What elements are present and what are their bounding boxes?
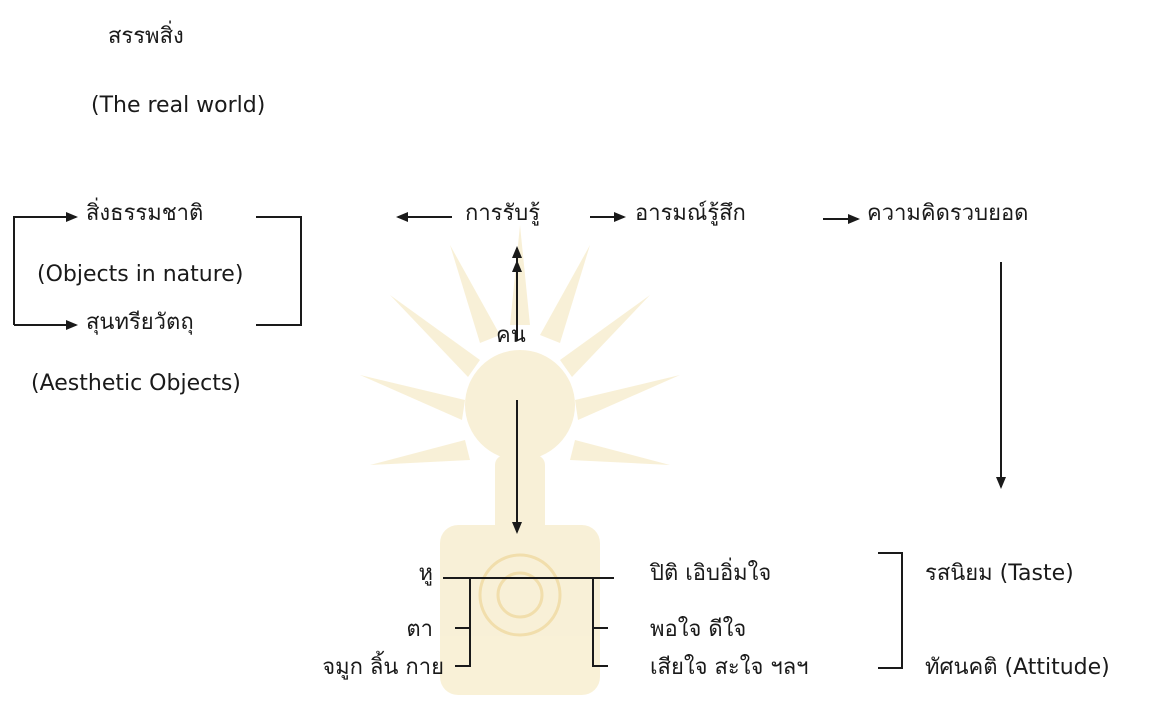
emotion-label: อารมณ์รู้สึก bbox=[635, 201, 746, 226]
feelings-bracket bbox=[878, 552, 903, 669]
sense-others: จมูก ลิ้น กาย bbox=[322, 655, 444, 680]
sense-eye: ตา bbox=[406, 617, 433, 642]
result-attitude: ทัศนคติ (Attitude) bbox=[925, 655, 1110, 680]
title-en: (The real world) bbox=[91, 93, 266, 118]
title-th: สรรพสิ่ง bbox=[108, 24, 184, 49]
aesthetic-en: (Aesthetic Objects) bbox=[31, 371, 241, 396]
perception-label: การรับรู้ bbox=[465, 201, 541, 226]
feeling-1: ปิติ เอิบอิ่มใจ bbox=[650, 561, 772, 586]
nature-th: สิ่งธรรมชาติ bbox=[86, 201, 204, 226]
sense-ear: หู bbox=[418, 561, 433, 586]
sense-right-bracket bbox=[592, 578, 608, 667]
feeling-3: เสียใจ สะใจ ฯลฯ bbox=[650, 655, 809, 680]
nature-en: (Objects in nature) bbox=[37, 262, 244, 287]
aesthetic-th: สุนทรียวัตถุ bbox=[86, 310, 194, 335]
sense-left-bracket bbox=[455, 578, 471, 667]
watermark-seal bbox=[360, 225, 680, 695]
right-merge-bracket bbox=[256, 216, 302, 326]
person-label: คน bbox=[496, 323, 526, 348]
result-taste: รสนิยม (Taste) bbox=[925, 561, 1074, 586]
concept-label: ความคิดรวบยอด bbox=[867, 201, 1029, 226]
feeling-2: พอใจ ดีใจ bbox=[650, 617, 747, 642]
